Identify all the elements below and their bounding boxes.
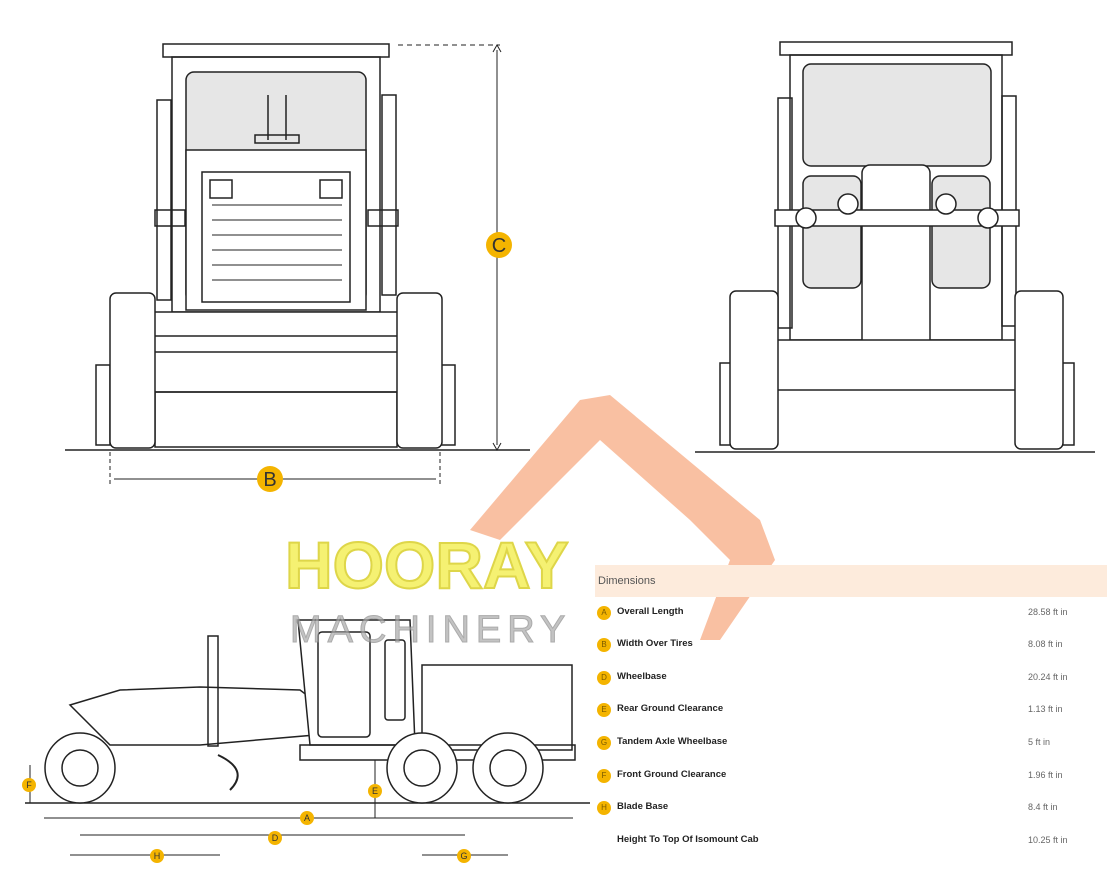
dimension-label: Front Ground Clearance xyxy=(617,769,727,780)
dimension-label: Width Over Tires xyxy=(617,638,693,649)
badge-e xyxy=(368,784,382,798)
watermark-logo-subtext: MACHINERY xyxy=(289,609,572,652)
label-c: C xyxy=(492,235,506,257)
dimension-row: Height To Top Of Isomount Cab 10.25 ft in xyxy=(595,831,1107,851)
badge-a xyxy=(300,811,314,825)
dimension-value: 8.08 ft in xyxy=(1028,639,1063,649)
dimension-row: A Overall Length 28.58 ft in xyxy=(595,603,1107,623)
badge-g xyxy=(457,849,471,863)
front-view xyxy=(65,43,530,492)
badge-b xyxy=(257,466,283,492)
dimension-value: 10.25 ft in xyxy=(1028,835,1068,845)
rear-view xyxy=(695,41,1095,453)
dimension-row: G Tandem Axle Wheelbase 5 ft in xyxy=(595,733,1107,753)
dimensions-title: Dimensions xyxy=(595,565,1107,597)
dimension-label: Rear Ground Clearance xyxy=(617,703,724,714)
dimension-label: Overall Length xyxy=(617,606,684,617)
dimension-badge: A xyxy=(597,606,611,620)
dimension-row: D Wheelbase 20.24 ft in xyxy=(595,668,1107,688)
dimension-row: F Front Ground Clearance 1.96 ft in xyxy=(595,766,1107,786)
dimension-value: 1.96 ft in xyxy=(1028,770,1063,780)
dimension-label: Height To Top Of Isomount Cab xyxy=(617,834,759,845)
label-f: F xyxy=(26,780,32,790)
label-a: A xyxy=(304,813,310,823)
dimension-badge: F xyxy=(597,769,611,783)
dimension-badge: B xyxy=(597,638,611,652)
dimension-label: Wheelbase xyxy=(617,671,667,682)
watermark-logo-text: HOORAY xyxy=(284,527,570,603)
badge-d xyxy=(268,831,282,845)
label-b: B xyxy=(263,469,276,491)
dimension-row: E Rear Ground Clearance 1.13 ft in xyxy=(595,700,1107,720)
dimension-label: Tandem Axle Wheelbase xyxy=(617,736,728,747)
label-g: G xyxy=(460,851,467,861)
dimension-row: H Blade Base 8.4 ft in xyxy=(595,798,1107,818)
dimension-badge: G xyxy=(597,736,611,750)
dimension-value: 8.4 ft in xyxy=(1028,802,1058,812)
watermark-excavator-arm xyxy=(470,395,775,640)
label-d: D xyxy=(272,833,279,843)
dimension-badge: E xyxy=(597,703,611,717)
badge-c xyxy=(486,232,512,258)
dimension-row: B Width Over Tires 8.08 ft in xyxy=(595,635,1107,655)
dimension-value: 20.24 ft in xyxy=(1028,672,1068,682)
badge-h xyxy=(150,849,164,863)
dimension-badge: H xyxy=(597,801,611,815)
dimension-value: 5 ft in xyxy=(1028,737,1051,747)
dimension-value: 28.58 ft in xyxy=(1028,607,1068,617)
badge-f xyxy=(22,778,36,792)
dimension-label: Blade Base xyxy=(617,801,669,812)
label-h: H xyxy=(154,851,161,861)
dimension-badge: D xyxy=(597,671,611,685)
side-view xyxy=(22,619,590,863)
label-e: E xyxy=(372,786,378,796)
dimension-value: 1.13 ft in xyxy=(1028,704,1063,714)
